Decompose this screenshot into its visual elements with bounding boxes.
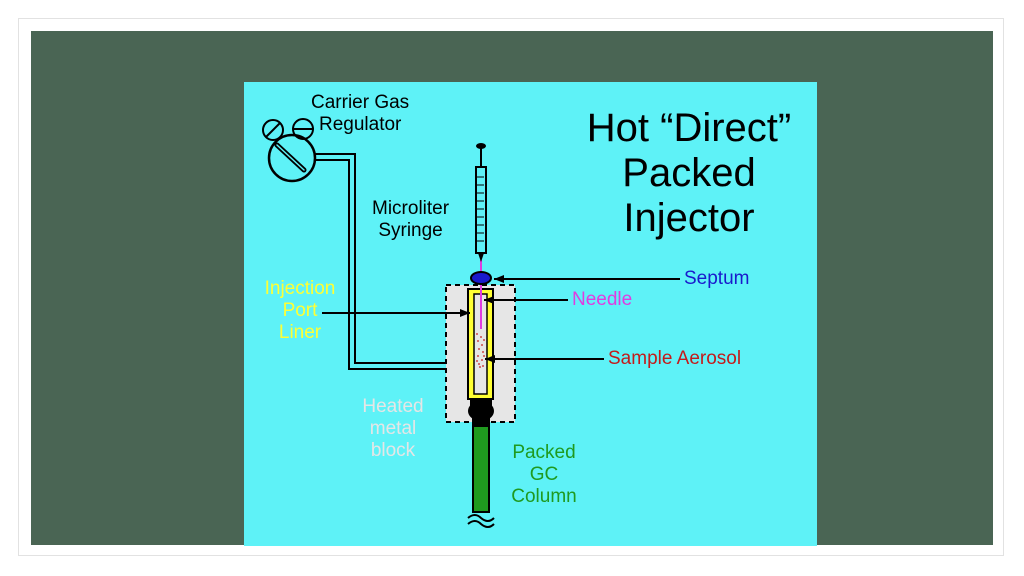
column-fitting — [468, 399, 494, 426]
title-line-3: Injector — [623, 196, 755, 240]
liner-label-line-2: Port — [282, 300, 318, 321]
regulator-label-line-2: Regulator — [319, 114, 402, 135]
septum-label: Septum — [684, 268, 750, 289]
diagram-title: Hot “Direct” Packed Injector — [544, 106, 817, 241]
carrier-gas-line — [314, 153, 466, 370]
injector-diagram: Hot “Direct” Packed Injector Carrier Gas… — [244, 82, 817, 546]
break-mark-icon — [467, 514, 495, 528]
sample-aerosol-label: Sample Aerosol — [608, 348, 742, 369]
diagram-graphics — [262, 118, 680, 528]
syringe-label-line-1: Microliter — [372, 198, 450, 219]
block-label-line-2: metal — [369, 418, 417, 439]
heated-metal-block-label: Heated metal block — [344, 396, 442, 462]
needle-label: Needle — [572, 289, 633, 310]
column-label-line-3: Column — [511, 486, 577, 507]
packed-gc-column — [472, 425, 490, 513]
column-label-line-2: GC — [529, 464, 559, 485]
carrier-gas-regulator-label: Carrier Gas Regulator — [311, 92, 409, 136]
septum — [470, 271, 492, 285]
gauge-icon — [262, 119, 284, 141]
syringe-icon — [475, 143, 487, 262]
liner-label-line-1: Injection — [264, 278, 336, 299]
injection-port-liner-label: Injection Port Liner — [252, 278, 348, 344]
title-line-2: Packed — [622, 151, 756, 195]
packed-gc-column-label: Packed GC Column — [496, 442, 592, 508]
sample-aerosol — [476, 333, 485, 368]
block-label-line-3: block — [370, 440, 416, 461]
microliter-syringe-label: Microliter Syringe — [372, 198, 449, 242]
block-label-line-1: Heated — [362, 396, 424, 417]
liner-label-line-3: Liner — [278, 322, 322, 343]
syringe-label-line-2: Syringe — [378, 220, 443, 241]
title-line-1: Hot “Direct” — [586, 106, 792, 150]
slide: Hot “Direct” Packed Injector Carrier Gas… — [31, 31, 993, 546]
column-label-line-1: Packed — [512, 442, 576, 463]
regulator-label-line-1: Carrier Gas — [311, 92, 410, 113]
regulator-dial-icon — [267, 133, 317, 183]
